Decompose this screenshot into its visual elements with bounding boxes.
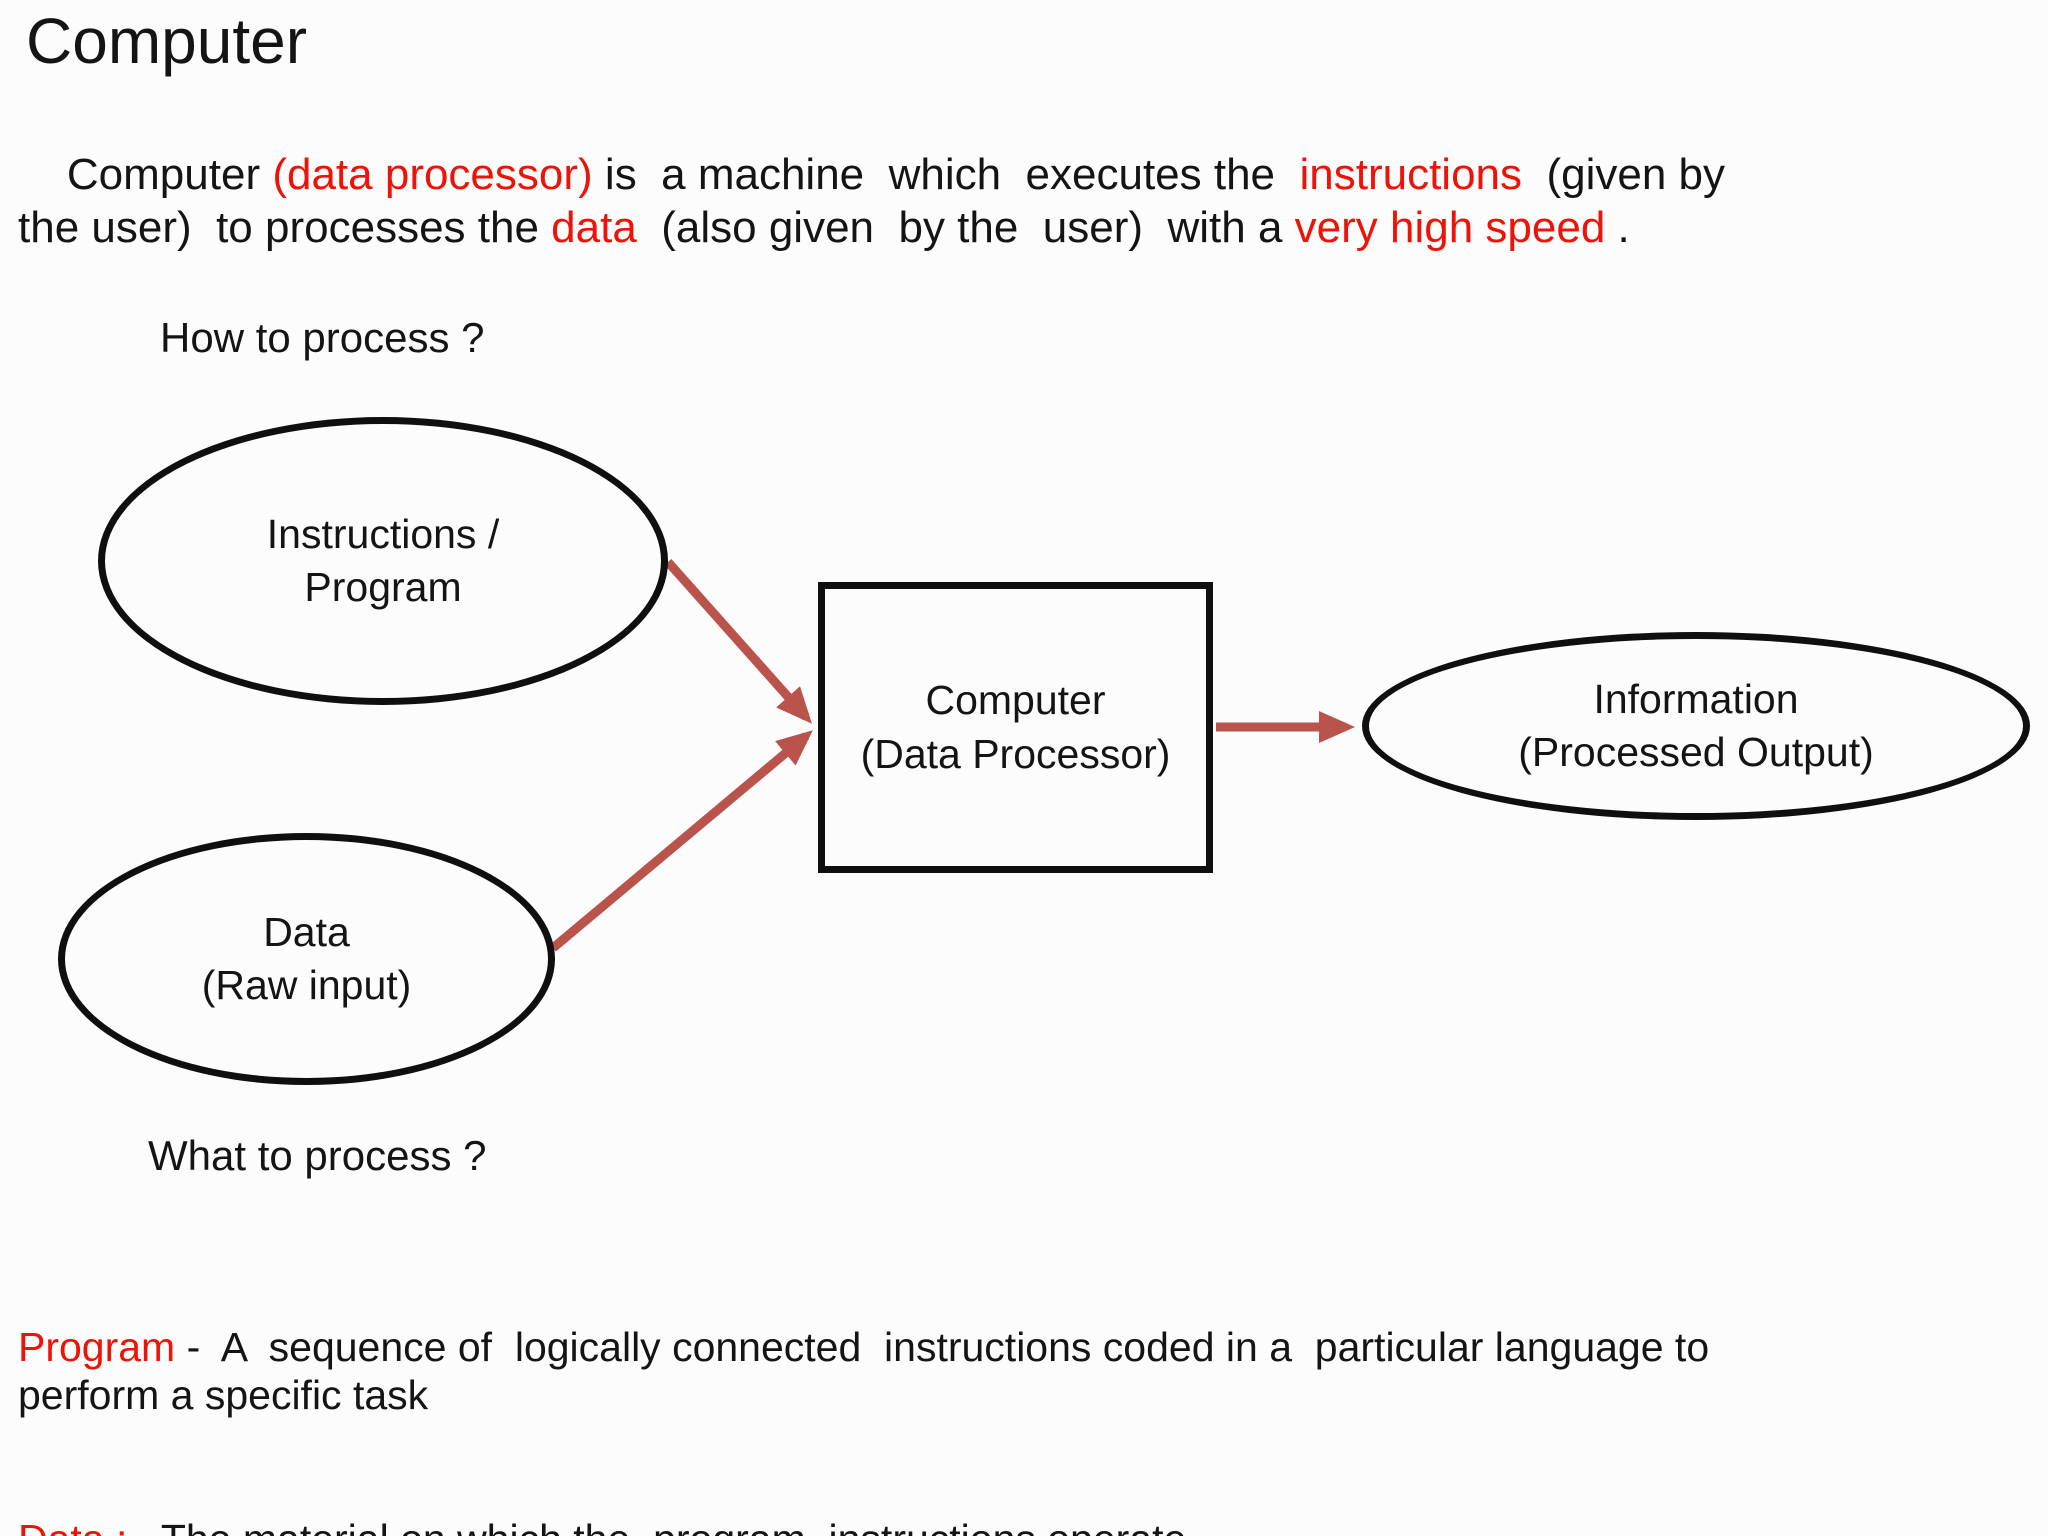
what-to-process-label: What to process ?	[148, 1132, 487, 1179]
intro-text-run: is a machine which executes the	[592, 149, 1300, 199]
arrow-data-to-computer	[550, 730, 813, 952]
definition-program: Program - A sequence of logically connec…	[18, 1324, 2034, 1420]
definition-data: Data : The material on which the program…	[18, 1516, 2034, 1536]
data-ellipse: Data (Raw input)	[58, 833, 555, 1085]
definition-data-text: The material on which the program instru…	[127, 1516, 1187, 1536]
definition-program-text: - A sequence of logically connected inst…	[18, 1323, 1710, 1418]
intro-text-run: (given by the user) to processes the	[18, 149, 1726, 252]
definition-data-term: Data :	[18, 1516, 127, 1536]
instructions-ellipse-line1: Instructions /	[266, 510, 500, 557]
computer-box-line2: (Data Processor)	[860, 730, 1171, 777]
information-ellipse: Information (Processed Output)	[1362, 632, 2030, 820]
instructions-ellipse-line2: Program	[304, 564, 462, 610]
intro-highlight: (data processor)	[272, 149, 593, 199]
intro-paragraph: Computer (data processor) is a machine w…	[18, 96, 2032, 307]
page-title: Computer	[26, 5, 307, 77]
intro-text-run: .	[1605, 202, 1630, 252]
data-ellipse-line1: Data	[263, 908, 350, 955]
arrow-instructions-to-computer	[664, 559, 812, 724]
definition-program-term: Program	[18, 1323, 176, 1370]
instructions-program-ellipse: Instructions / Program	[98, 417, 668, 705]
definitions-block: Program - A sequence of logically connec…	[18, 1228, 2034, 1536]
computer-box: Computer (Data Processor)	[818, 582, 1213, 873]
information-ellipse-line1: Information	[1593, 675, 1799, 722]
information-ellipse-line2: (Processed Output)	[1518, 729, 1874, 775]
intro-highlight: very high speed	[1294, 202, 1606, 252]
how-to-process-label: How to process ?	[160, 314, 485, 361]
data-ellipse-line2: (Raw input)	[201, 962, 412, 1008]
intro-highlight: instructions	[1299, 149, 1523, 199]
computer-box-line1: Computer	[925, 677, 1106, 724]
intro-text-run: (also given by the user) with a	[636, 202, 1295, 252]
intro-highlight: data	[551, 202, 637, 252]
intro-text-run: Computer	[66, 149, 273, 199]
